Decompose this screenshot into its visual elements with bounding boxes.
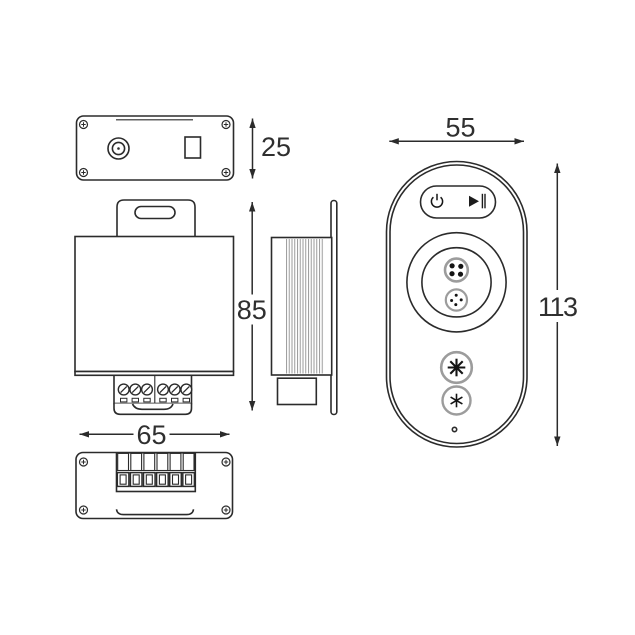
terminal-wire-holes — [116, 471, 196, 488]
terminal-screw-icon — [129, 383, 142, 396]
brightness-up-icon — [439, 350, 474, 385]
bottom-recess — [115, 509, 195, 516]
power-icon — [430, 193, 444, 208]
corner-screw-icon — [78, 505, 89, 515]
group-dots-large-icon — [443, 257, 470, 283]
dim-label-25: 25 — [261, 132, 291, 162]
dimension-remote-width: 55 — [389, 113, 524, 145]
top-button-pill — [419, 185, 497, 219]
corner-screw-icon — [221, 457, 231, 467]
port-cutout — [184, 136, 202, 159]
dimension-height: 85 — [237, 202, 267, 411]
dimension-remote-height: 113 — [538, 163, 579, 446]
controller-top-view — [75, 115, 235, 181]
led-indicator-dot — [451, 426, 458, 433]
coax-connector-icon — [107, 137, 130, 160]
dimension-width: 65 — [79, 420, 230, 450]
corner-screw-icon — [221, 119, 231, 130]
touch-ring — [406, 231, 507, 333]
controller-bottom-view — [75, 451, 234, 520]
top-view-body — [75, 115, 235, 181]
remote-front-view — [385, 160, 528, 448]
terminal-screw-icon — [180, 383, 193, 396]
terminal-screw-icon — [156, 383, 170, 396]
front-view-body — [74, 235, 235, 373]
tray-recess — [131, 403, 174, 411]
brightness-down-icon — [441, 385, 472, 416]
group-dots-small-icon — [444, 288, 469, 312]
terminal-top-cells — [117, 452, 195, 472]
dim-label-113: 113 — [538, 292, 577, 322]
corner-screw-icon — [78, 119, 89, 130]
dim-label-65: 65 — [136, 420, 166, 450]
play-pause-icon — [469, 193, 486, 209]
dim-label-55: 55 — [445, 113, 475, 143]
remote-inner-outline — [389, 164, 525, 445]
side-terminal-block — [276, 377, 318, 406]
corner-screw-icon — [78, 167, 89, 178]
controller-front-view — [74, 199, 235, 416]
heatsink-fins — [285, 239, 324, 374]
wire-slots — [120, 397, 191, 403]
terminal-screw-icon — [117, 383, 130, 396]
dimension-depth: 25 — [249, 118, 291, 179]
corner-screw-icon — [221, 167, 231, 178]
terminal-screw-icon — [140, 383, 154, 396]
mounting-slot — [134, 205, 176, 220]
corner-screw-icon — [221, 505, 231, 515]
corner-screw-icon — [78, 457, 89, 467]
terminal-screw-icon — [168, 383, 181, 396]
dim-label-85: 85 — [237, 295, 267, 325]
controller-side-view — [270, 199, 338, 416]
